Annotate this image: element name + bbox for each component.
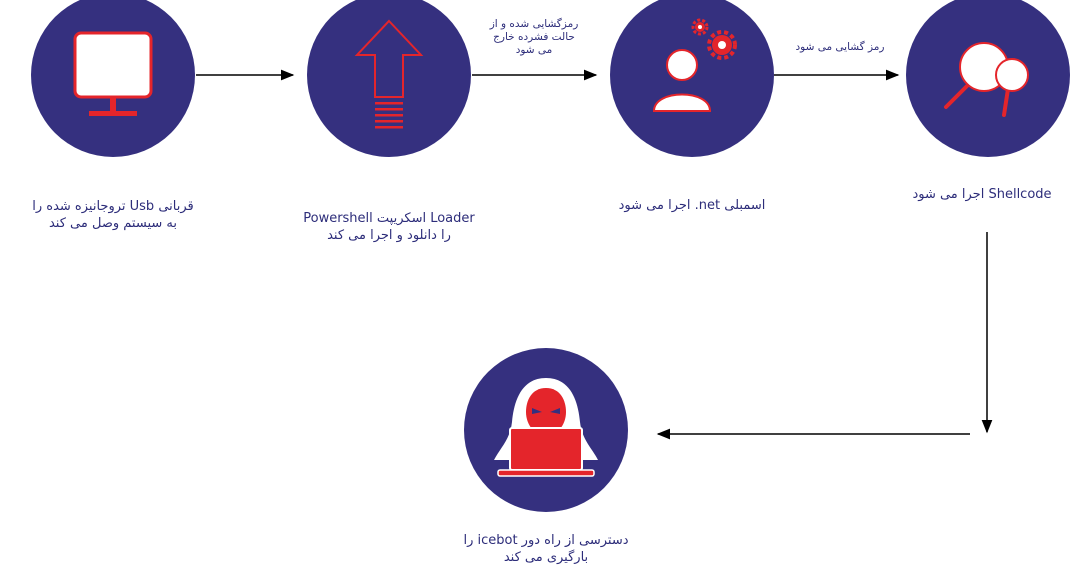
caption-powershell-loader: Loader اسکریپت Powershell را دانلود و اج… [276,210,502,244]
caption-line: به سیستم وصل می کند [48,216,177,231]
caption-net-assembly: اسمبلی net. اجرا می شود [582,197,802,214]
small-gear-icon [691,18,709,36]
caption-line: را دانلود و اجرا می کند [327,228,451,243]
caption-line: Loader اسکریپت Powershell [303,211,475,226]
edge-label-line: رمزگشایی شده و از [489,18,579,30]
node-powershell-loader [307,0,471,157]
magnifier-icon [906,0,1070,157]
caption-line: دسترسی از راه دور icebot را [463,533,629,548]
edge-label-line: می شود [515,44,553,56]
node-usb-victim [31,0,195,157]
edge-label-powershell-to-net: رمزگشایی شده و از حالت فشرده خارج می شود [474,18,594,57]
monitor-icon [31,0,195,157]
user-gears-icon [610,0,774,157]
edge-label-line: رمز گشایی می شود [795,41,885,53]
caption-line: Shellcode اجرا می شود [912,187,1052,202]
node-shellcode [906,0,1070,157]
gear-icon [707,30,737,60]
node-icebot [464,348,628,512]
caption-usb-victim: قربانی Usb تروجانیزه شده را به سیستم وصل… [0,198,226,232]
edge-label-net-to-shellcode: رمز گشایی می شود [778,41,902,54]
caption-icebot: دسترسی از راه دور icebot را بارگیری می ک… [420,532,672,566]
edge-label-line: حالت فشرده خارج [493,31,575,43]
caption-line: بارگیری می کند [503,550,589,565]
hacker-icon [464,348,628,512]
caption-line: اسمبلی net. اجرا می شود [618,198,766,213]
caption-line: قربانی Usb تروجانیزه شده را [32,199,194,214]
node-net-assembly [610,0,774,157]
caption-shellcode: Shellcode اجرا می شود [890,186,1074,203]
upload-arrow-icon [307,0,471,157]
